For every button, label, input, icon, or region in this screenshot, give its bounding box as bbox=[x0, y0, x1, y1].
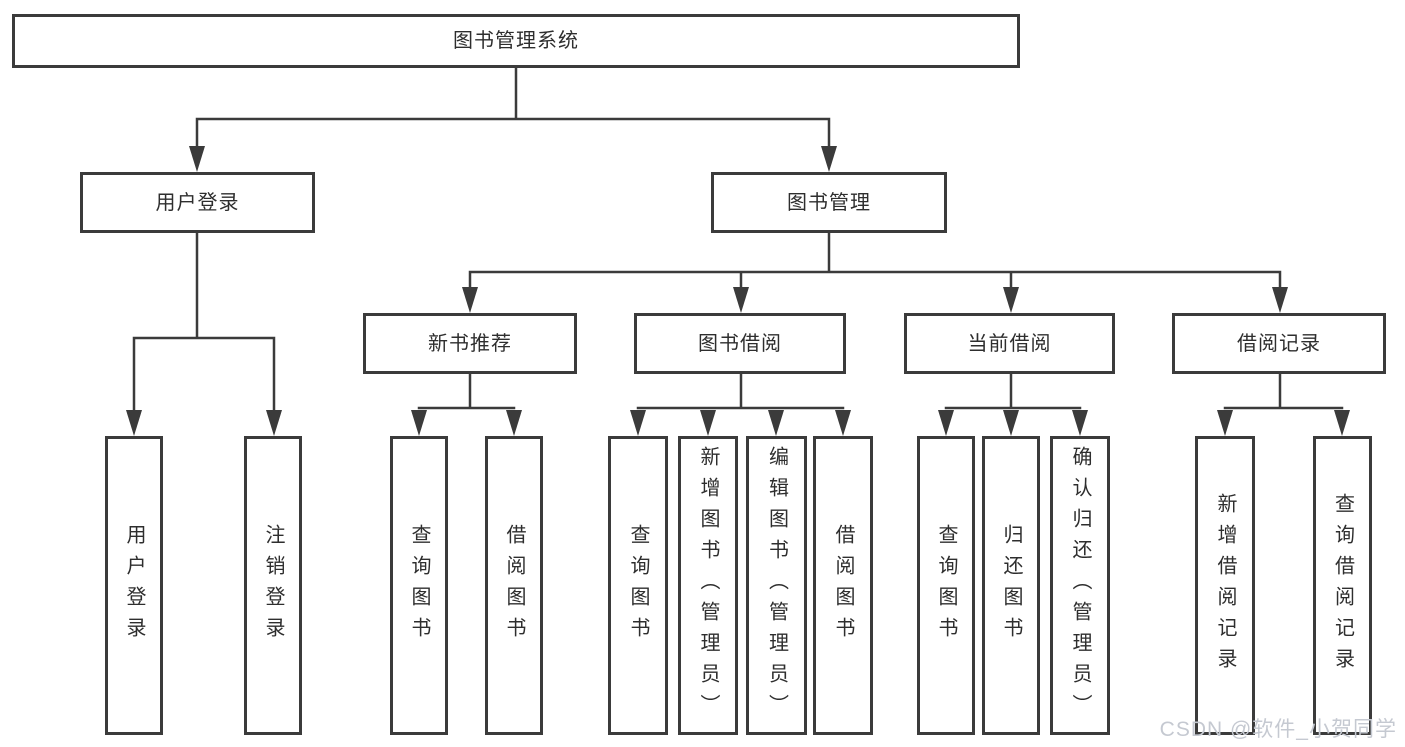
leaf-query-books-current: 查询图书 bbox=[917, 436, 975, 735]
arrowhead bbox=[126, 410, 142, 436]
leaf-label: 编辑图书（管理员） bbox=[765, 446, 788, 725]
arrowhead bbox=[1334, 410, 1350, 436]
arrowhead bbox=[1072, 410, 1088, 436]
csdn-watermark: CSDN @软件_小贺同学 bbox=[1159, 718, 1397, 741]
leaf-label: 新增图书（管理员） bbox=[697, 446, 719, 725]
leaf-label: 查询图书 bbox=[935, 523, 957, 648]
leaf-add-books-admin: 新增图书（管理员） bbox=[678, 436, 738, 735]
leaf-add-borrow-record: 新增借阅记录 bbox=[1195, 436, 1255, 735]
arrowhead bbox=[1217, 410, 1233, 436]
arrowhead bbox=[462, 287, 478, 313]
edge-userlogin-to-leaves bbox=[132, 233, 276, 414]
edge-bookmgmt-to-level3 bbox=[468, 233, 1282, 291]
arrowhead bbox=[506, 410, 522, 436]
leaf-logout: 注销登录 bbox=[244, 436, 302, 735]
arrowhead bbox=[835, 410, 851, 436]
leaf-borrow-books-newbook: 借阅图书 bbox=[485, 436, 543, 735]
leaf-label: 确认归还（管理员） bbox=[1069, 446, 1091, 725]
arrowhead bbox=[700, 410, 716, 436]
leaf-label: 借阅图书 bbox=[832, 523, 854, 648]
arrowhead bbox=[938, 410, 954, 436]
node-borrow-records: 借阅记录 bbox=[1172, 313, 1386, 374]
edge-root-to-level2 bbox=[195, 68, 831, 150]
leaf-confirm-return-admin: 确认归还（管理员） bbox=[1050, 436, 1110, 735]
arrowhead bbox=[1003, 287, 1019, 313]
node-current-borrow: 当前借阅 bbox=[904, 313, 1115, 374]
edge-level3-to-leaves bbox=[417, 374, 1344, 410]
arrowhead bbox=[411, 410, 427, 436]
arrowhead bbox=[733, 287, 749, 313]
arrowhead bbox=[630, 410, 646, 436]
arrowhead bbox=[768, 410, 784, 436]
arrowhead bbox=[821, 146, 837, 172]
leaf-label: 用户登录 bbox=[123, 523, 145, 648]
leaf-label: 新增借阅记录 bbox=[1214, 492, 1236, 679]
leaf-label: 注销登录 bbox=[262, 523, 284, 648]
arrowhead bbox=[266, 410, 282, 436]
leaf-query-books-borrow: 查询图书 bbox=[608, 436, 668, 735]
leaf-label: 查询图书 bbox=[408, 523, 430, 648]
leaf-label: 归还图书 bbox=[1000, 523, 1022, 648]
leaf-label: 查询图书 bbox=[627, 523, 649, 648]
leaf-label: 查询借阅记录 bbox=[1331, 492, 1354, 679]
leaf-label: 借阅图书 bbox=[503, 523, 525, 648]
arrowhead bbox=[189, 146, 205, 172]
leaf-user-login: 用户登录 bbox=[105, 436, 163, 735]
node-book-management: 图书管理 bbox=[711, 172, 947, 233]
arrowhead bbox=[1272, 287, 1288, 313]
leaf-return-books: 归还图书 bbox=[982, 436, 1040, 735]
leaf-borrow-books: 借阅图书 bbox=[813, 436, 873, 735]
leaf-query-borrow-record: 查询借阅记录 bbox=[1313, 436, 1372, 735]
leaf-edit-books-admin: 编辑图书（管理员） bbox=[746, 436, 807, 735]
node-root-system: 图书管理系统 bbox=[12, 14, 1020, 68]
leaf-query-books-newbook: 查询图书 bbox=[390, 436, 448, 735]
arrowhead bbox=[1003, 410, 1019, 436]
node-new-book-recommend: 新书推荐 bbox=[363, 313, 577, 374]
node-user-login: 用户登录 bbox=[80, 172, 315, 233]
node-book-borrow: 图书借阅 bbox=[634, 313, 846, 374]
